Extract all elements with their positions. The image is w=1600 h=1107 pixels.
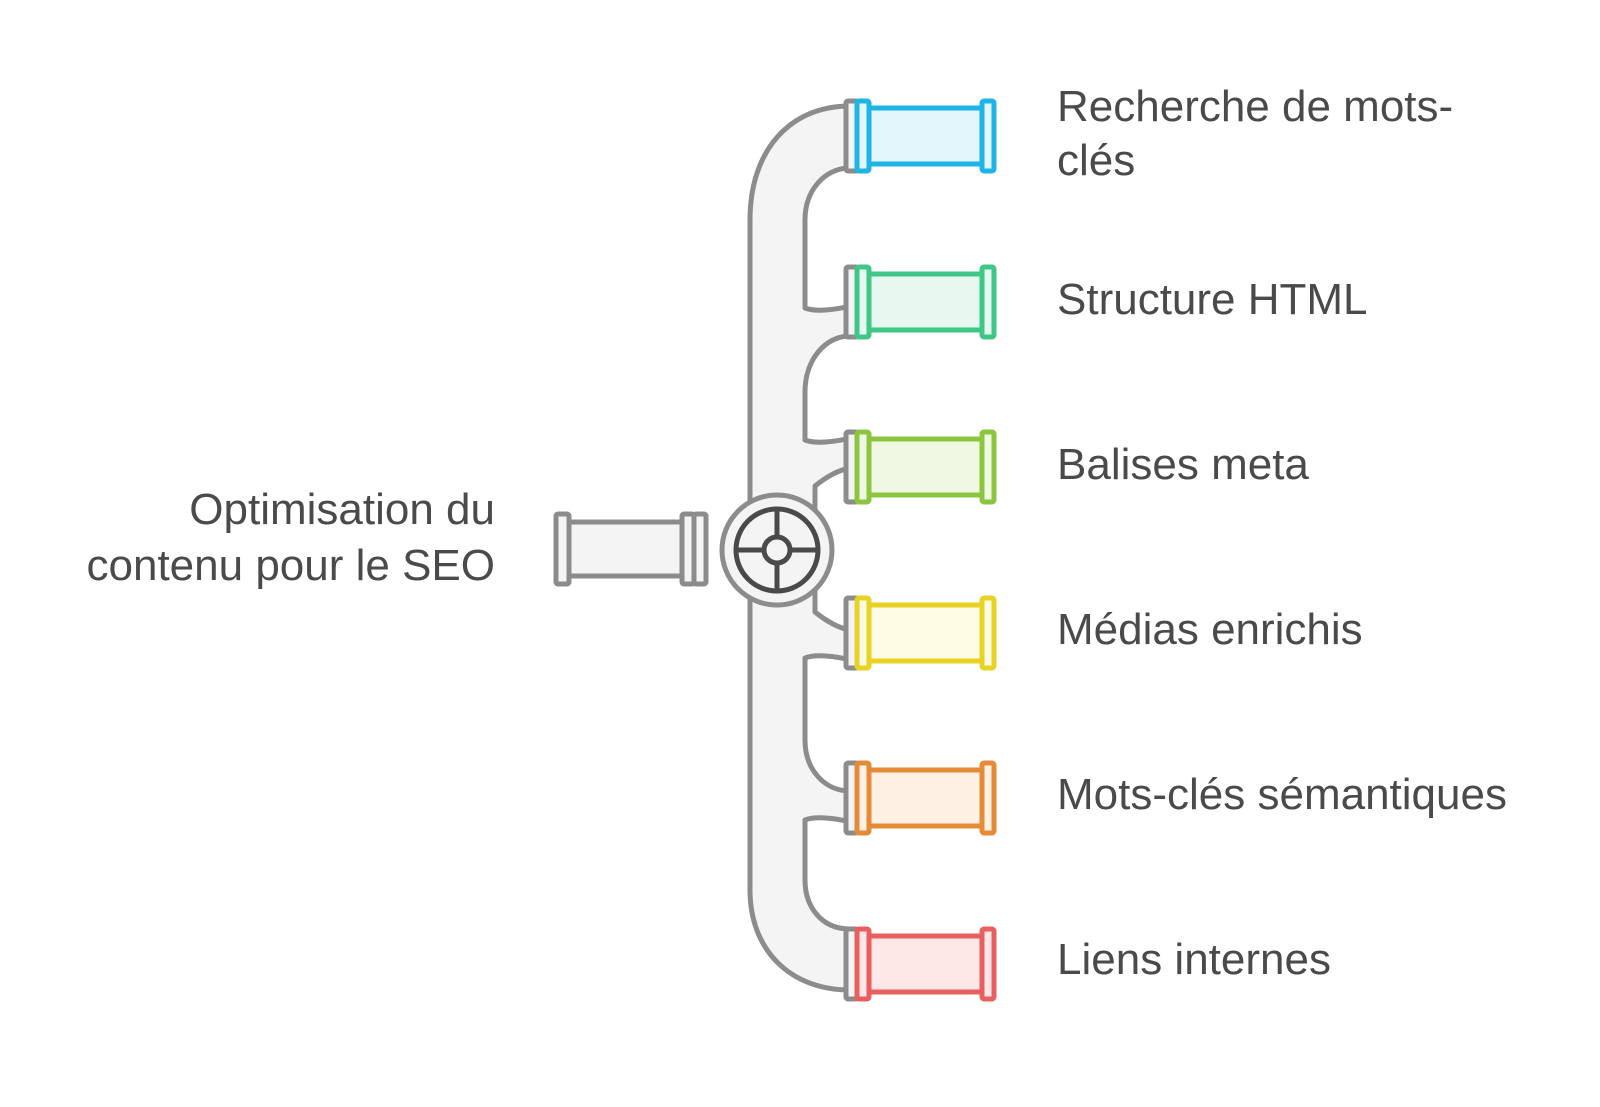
branch-label-keyword-research: Recherche de mots- clés (1057, 82, 1454, 185)
branch-pipe-collar (854, 98, 872, 174)
branch-pipe-meta-tags (843, 429, 997, 505)
branch-label-rich-media: Médias enrichis (1057, 605, 1363, 654)
branch-pipe-body (861, 436, 987, 498)
branch-pipes (843, 98, 997, 1002)
branch-pipe-body (861, 602, 987, 664)
source-pipe (553, 511, 709, 587)
branch-pipe-cap (979, 926, 997, 1002)
source-pipe-body (562, 519, 698, 579)
branch-pipe-internal-links (843, 926, 997, 1002)
branch-pipe-cap (979, 429, 997, 505)
branch-pipe-collar (854, 760, 872, 836)
branch-pipe-rich-media (843, 595, 997, 671)
valve-icon (719, 492, 835, 608)
branch-pipe-body (861, 105, 987, 167)
branch-pipe-cap (979, 98, 997, 174)
branch-pipe-collar (854, 926, 872, 1002)
branch-pipe-collar (854, 264, 872, 340)
branch-label-semantic-keywords: Mots-clés sémantiques (1057, 770, 1507, 819)
branch-pipe-cap (979, 264, 997, 340)
branch-pipe-collar (854, 429, 872, 505)
source-pipe-collar-2 (691, 511, 709, 587)
branch-pipe-body (861, 767, 987, 829)
branch-pipe-keyword-research (843, 98, 997, 174)
branch-pipe-cap (979, 760, 997, 836)
branch-label-html-structure: Structure HTML (1057, 275, 1368, 324)
branch-pipe-semantic-keywords (843, 760, 997, 836)
source-pipe-cap (553, 511, 572, 587)
branch-pipe-cap (979, 595, 997, 671)
branch-pipe-collar (854, 595, 872, 671)
branch-label-meta-tags: Balises meta (1057, 440, 1309, 489)
branch-pipe-body (861, 271, 987, 333)
branch-pipe-html-structure (843, 264, 997, 340)
source-label: Optimisation du contenu pour le SEO (86, 485, 495, 590)
branch-pipe-body (861, 933, 987, 995)
valve-hub (761, 534, 793, 566)
branch-label-internal-links: Liens internes (1057, 935, 1331, 984)
